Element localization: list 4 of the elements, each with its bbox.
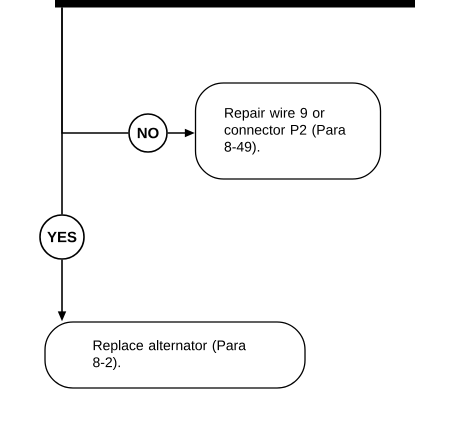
action-box: Replace alternator (Para 8-2). — [44, 321, 306, 389]
connector-line — [61, 8, 63, 214]
action-box: Repair wire 9 or connector P2 (Para 8-49). — [194, 82, 382, 180]
heading-bar — [55, 0, 415, 8]
